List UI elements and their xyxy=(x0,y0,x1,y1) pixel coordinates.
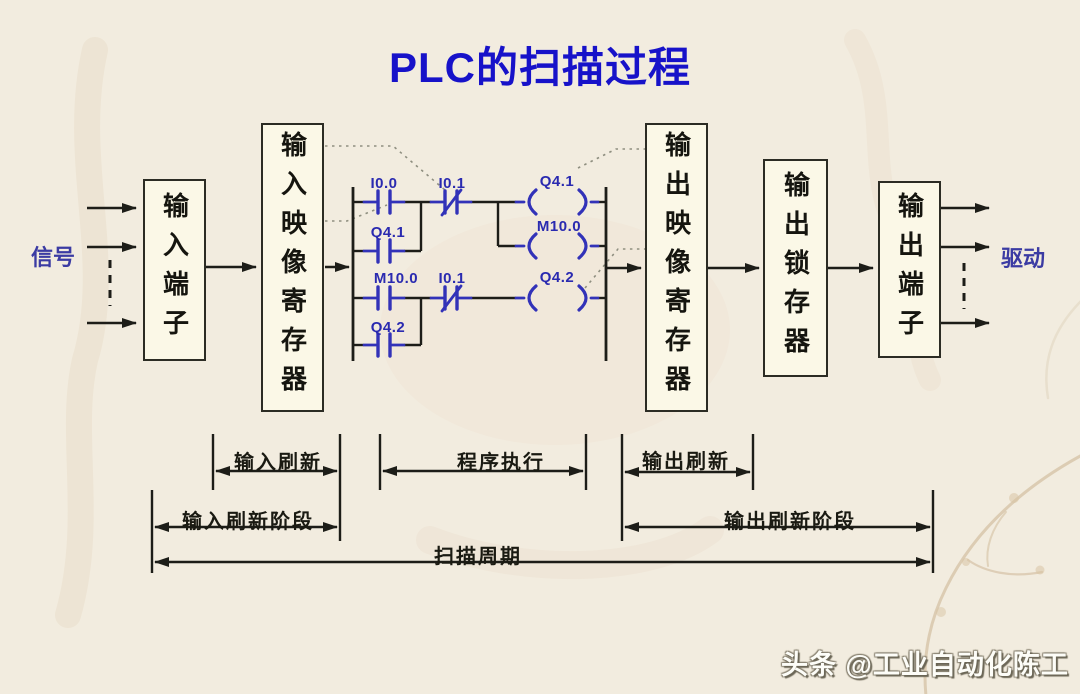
box-output-terminal: 输出端子 xyxy=(878,181,941,358)
page-title: PLC的扫描过程 xyxy=(388,44,692,91)
input-signal-arrows xyxy=(87,203,137,328)
label-rung1-branch-coil: M10.0 xyxy=(536,218,582,235)
box-output-image-register-label: 输出映像寄存器 xyxy=(661,131,692,404)
box-input-image-register-label: 输入映像寄存器 xyxy=(277,131,308,404)
nc-contacts xyxy=(429,188,473,313)
label-rung1-contact1: I0.0 xyxy=(370,175,398,192)
label-rung2-coil: Q4.2 xyxy=(539,269,575,286)
image-register-dotted-links xyxy=(325,145,645,289)
output-drive-arrows xyxy=(941,203,990,328)
label-input-refresh-phase: 输入刷新阶段 xyxy=(182,511,314,533)
label-input-refresh: 输入刷新 xyxy=(234,452,322,474)
box-output-terminal-label: 输出端子 xyxy=(894,191,925,348)
timeline-ticks xyxy=(150,434,935,573)
label-rung1-contact2: I0.1 xyxy=(438,175,466,192)
label-output-refresh: 输出刷新 xyxy=(642,451,730,473)
box-output-latch: 输出锁存器 xyxy=(763,159,828,377)
label-scan-cycle: 扫描周期 xyxy=(434,546,522,568)
box-input-terminal: 输入端子 xyxy=(143,179,206,361)
signal-label: 信号 xyxy=(31,245,76,270)
timeline-spans xyxy=(154,466,931,567)
label-program-execution: 程序执行 xyxy=(457,452,545,474)
no-contact-i00 xyxy=(362,189,406,215)
label-rung2-contact1: M10.0 xyxy=(373,270,419,287)
ladder-diagram xyxy=(351,187,608,361)
box-output-latch-label: 输出锁存器 xyxy=(780,170,811,366)
no-contact-q41 xyxy=(362,238,406,264)
nc-contact-i01-rung2 xyxy=(429,284,473,313)
coils xyxy=(514,188,600,312)
ladder-wires xyxy=(353,200,606,347)
coil-q41 xyxy=(514,188,600,216)
nc-contact-i01-rung1 xyxy=(429,188,473,217)
no-contact-q42 xyxy=(362,332,406,358)
ladder-power-rails xyxy=(351,187,608,361)
box-output-image-register: 输出映像寄存器 xyxy=(645,123,708,412)
label-rung1-parallel-contact: Q4.1 xyxy=(370,224,406,241)
block-flow-arrows xyxy=(206,262,874,273)
label-rung2-parallel-contact: Q4.2 xyxy=(370,319,406,336)
coil-q42 xyxy=(514,284,600,312)
no-contacts xyxy=(362,189,406,358)
label-rung2-contact2: I0.1 xyxy=(438,270,466,287)
timeline xyxy=(150,434,935,573)
no-contact-m100 xyxy=(362,285,406,311)
box-input-image-register: 输入映像寄存器 xyxy=(261,123,324,412)
watermark-text: 头条 @工业自动化陈工 xyxy=(781,650,1069,680)
label-output-refresh-phase: 输出刷新阶段 xyxy=(724,511,856,533)
label-rung1-coil: Q4.1 xyxy=(539,173,575,190)
background-watermark-decoration xyxy=(55,29,1080,694)
drive-label: 驱动 xyxy=(1001,246,1046,271)
coil-m100 xyxy=(514,232,600,260)
box-input-terminal-label: 输入端子 xyxy=(159,192,190,348)
